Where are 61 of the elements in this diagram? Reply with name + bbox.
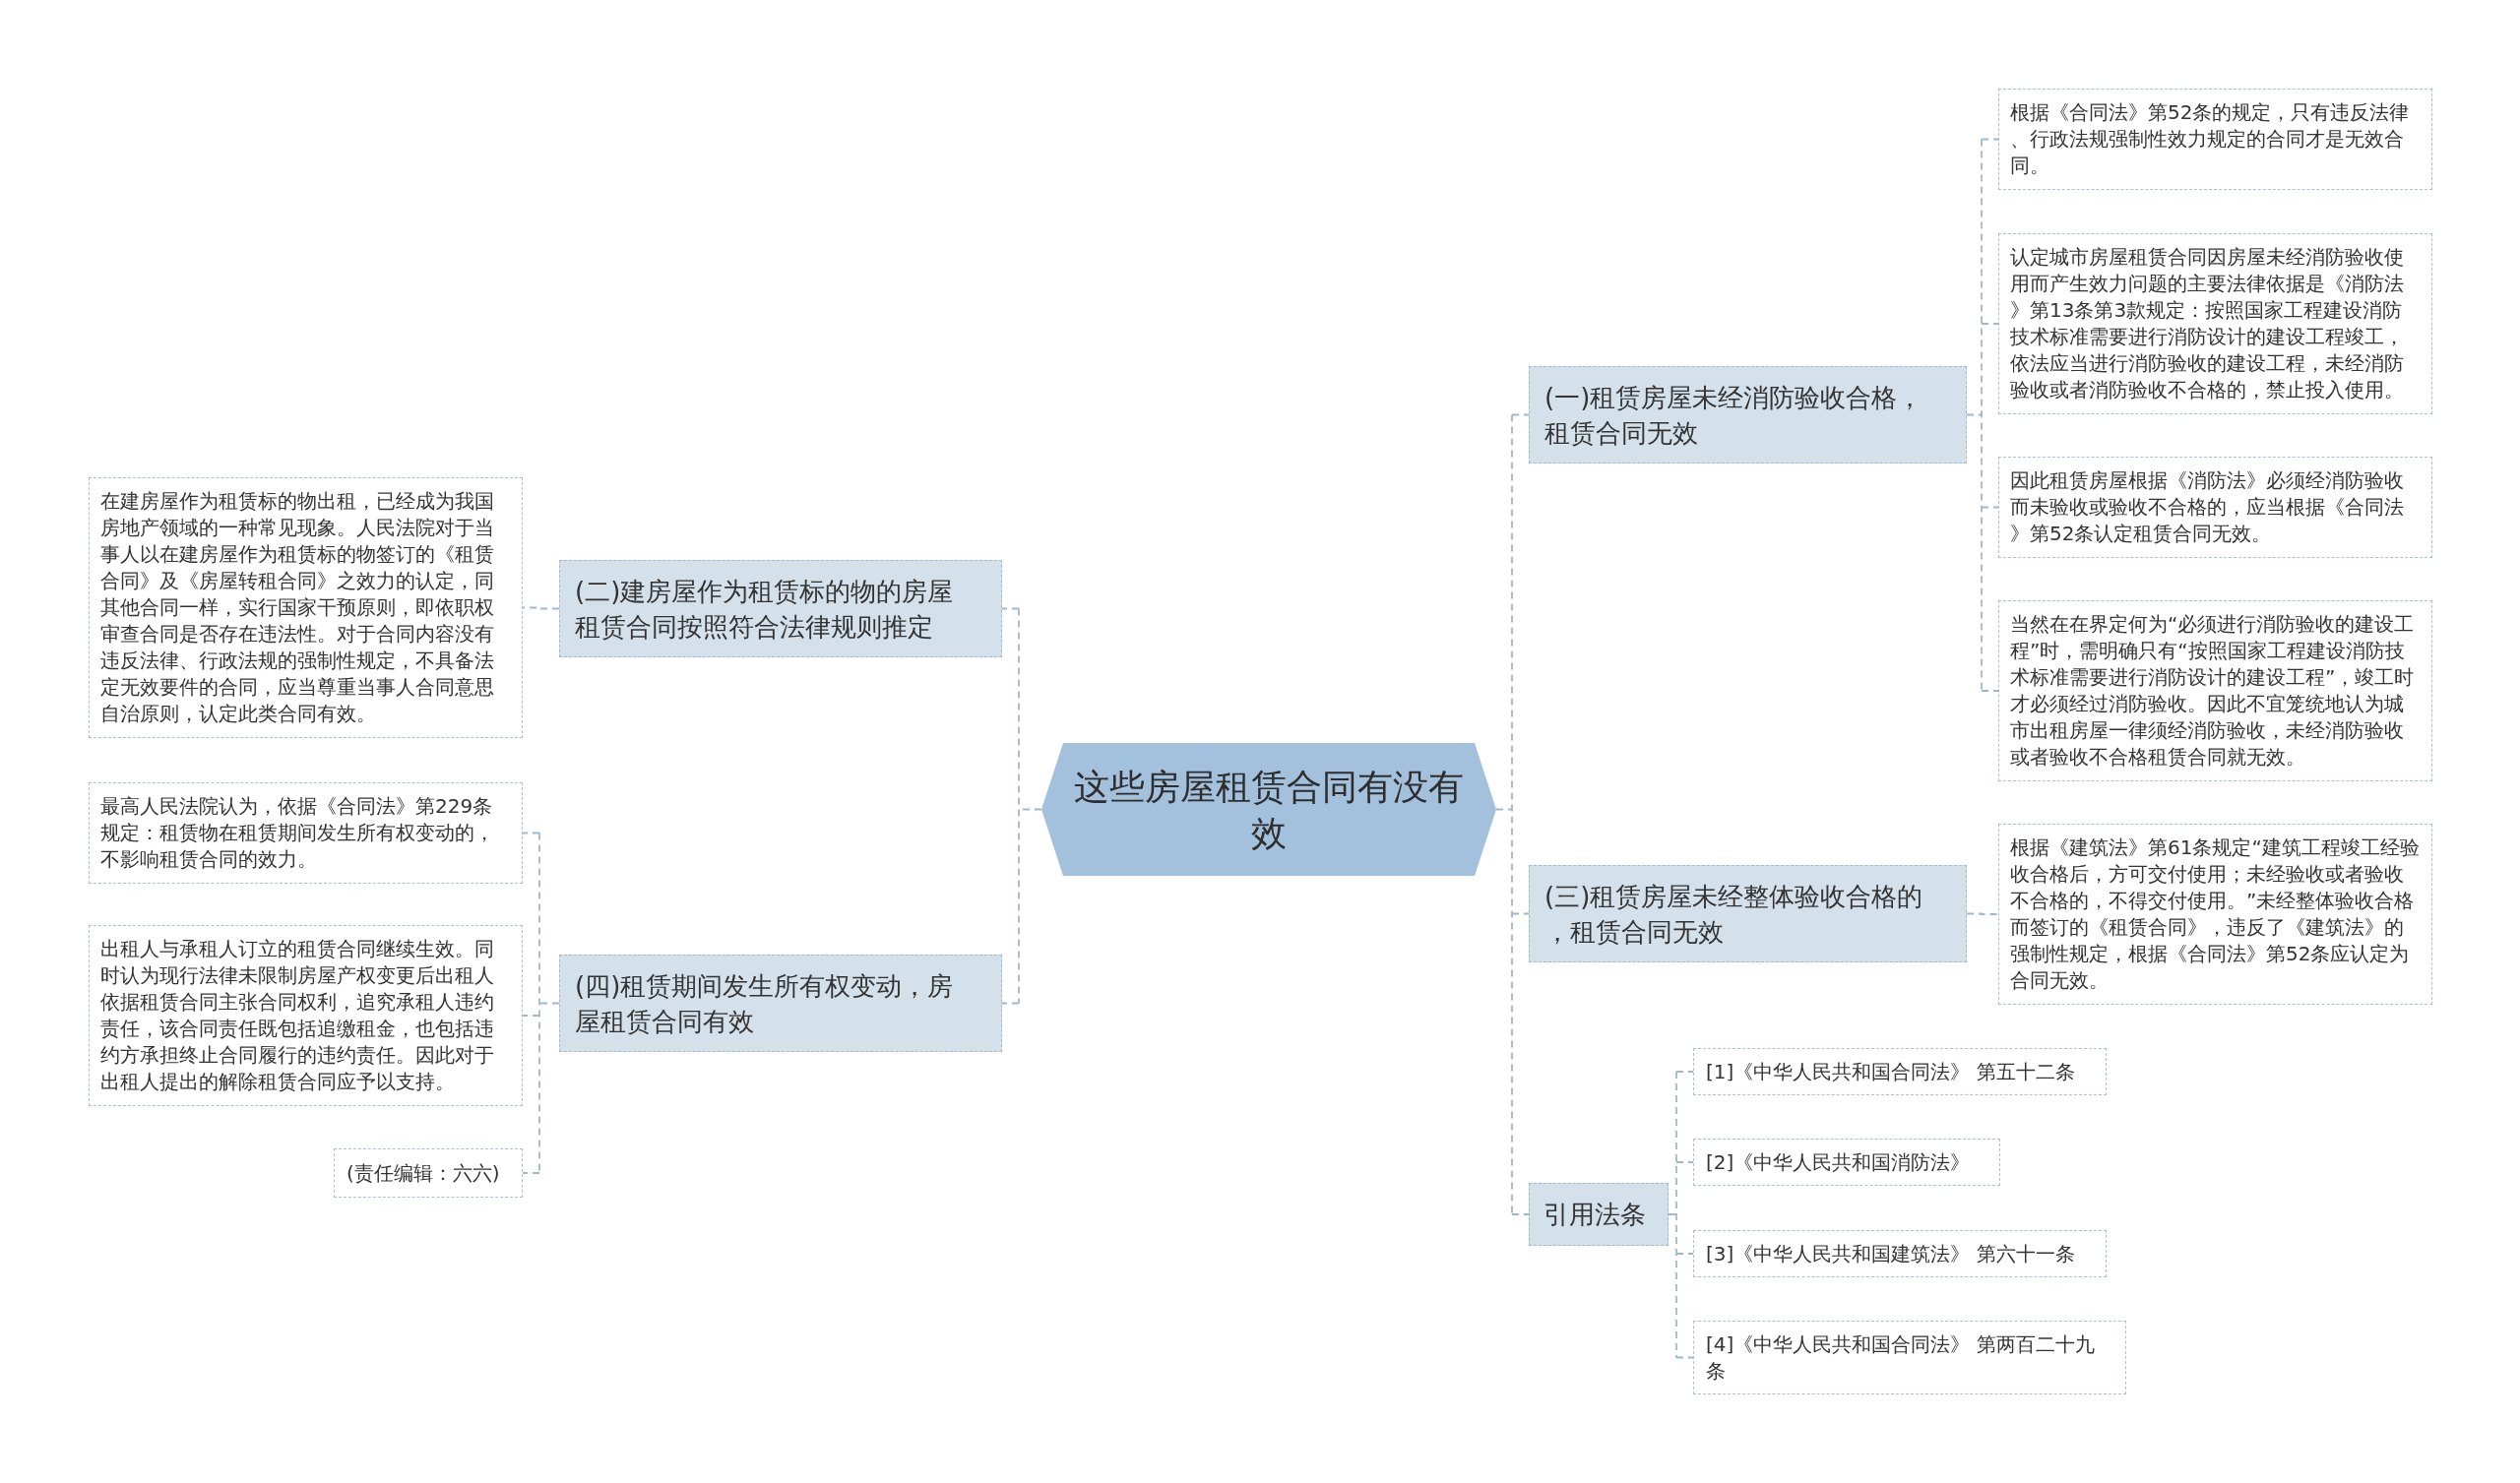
connector-line bbox=[1966, 912, 1999, 915]
topic-title: 这些房屋租赁合同有没有效 bbox=[1073, 765, 1465, 855]
connector-line bbox=[1495, 413, 1513, 1215]
connector-line bbox=[1981, 506, 1999, 509]
subtopic-card bbox=[1529, 1183, 1669, 1246]
reference-text: [4]《中华人民共和国合同法》 第两百二十九条 bbox=[1706, 1330, 2096, 1385]
connector-line bbox=[1675, 1356, 1694, 1359]
reference-text: [1]《中华人民共和国合同法》 第五十二条 bbox=[1706, 1058, 2076, 1085]
subtopic-text: 引用法条 bbox=[1544, 1199, 1647, 1231]
note-text: 根据《建筑法》第61条规定“建筑工程竣工经验收合格后，方可交付使用；未经验收或者验收不合格的，不得交付使用。”未经整体验收合格而签订的《租赁合同》，违反了《建筑法》的强制性规定，根据《合同法》第52条应认定为合同无效。 bbox=[2010, 834, 2421, 994]
subtopic-card bbox=[1529, 366, 1967, 463]
reference-text: [2]《中华人民共和国消防法》 bbox=[1706, 1148, 1972, 1176]
connector-line bbox=[1981, 690, 1999, 692]
connector-line bbox=[1511, 413, 1530, 416]
note-text: 最高人民法院认为，依据《合同法》第229条规定：租赁物在租赁期间发生所有权变动的，不影响租赁合同的效力。 bbox=[100, 793, 495, 873]
note-text: 认定城市房屋租赁合同因房屋未经消防验收使用而产生效力问题的主要法律依据是《消防法》第13条第3款规定：按照国家工程建设消防技术标准需要进行消防设计的建设工程竣工，依法应当进行消防验收的建设工程，未经消防验收或者消防验收不合格的，禁止投入使用。 bbox=[2010, 244, 2405, 403]
connector-line bbox=[522, 1172, 540, 1174]
note-card bbox=[1998, 233, 2432, 414]
connector-line bbox=[1981, 323, 1999, 325]
reference-card bbox=[1693, 1230, 2107, 1277]
reference-card bbox=[1693, 1321, 2126, 1394]
connector-line bbox=[1675, 1071, 1694, 1073]
connector-line bbox=[522, 832, 540, 834]
note-card bbox=[89, 782, 523, 884]
note-text: 当然在在界定何为“必须进行消防验收的建设工程”时，需明确只有“按照国家工程建设消防技术标准需要进行消防设计的建设工程”，竣工时才必须经过消防验收。因此不宜笼统地认为城市出租房屋一律须经消防验收，未经消防验收或者验收不合格租赁合同就无效。 bbox=[2010, 611, 2416, 771]
note-text: 因此租赁房屋根据《消防法》必须经消防验收而未验收或验收不合格的，应当根据《合同法》第52条认定租赁合同无效。 bbox=[2010, 467, 2405, 547]
reference-text: (责任编辑：六六) bbox=[346, 1159, 501, 1187]
subtopic-text: (四)租赁期间发生所有权变动，房屋租赁合同有效 bbox=[575, 969, 955, 1038]
central-topic bbox=[1041, 743, 1496, 876]
reference-card bbox=[1693, 1139, 2000, 1186]
connector-line bbox=[1981, 138, 1999, 141]
connector-line bbox=[1001, 1002, 1020, 1005]
subtopic-card bbox=[1529, 865, 1967, 962]
connector-line bbox=[1511, 1213, 1530, 1215]
connector-line bbox=[1001, 607, 1020, 610]
subtopic-text: (二)建房屋作为租赁标的物的房屋租赁合同按照符合法律规则推定 bbox=[575, 575, 955, 644]
subtopic-text: (三)租赁房屋未经整体验收合格的，租赁合同无效 bbox=[1544, 880, 1924, 949]
connector-line bbox=[1511, 912, 1530, 915]
reference-card bbox=[1693, 1048, 2107, 1095]
connector-line bbox=[1675, 1161, 1694, 1163]
note-text: 出租人与承租人订立的租赁合同继续生效。同时认为现行法律未限制房屋产权变更后出租人依据租赁合同主张合同权利，追究承租人违约责任，该合同责任既包括追缴租金，也包括违约方承担终止合同履行的违约责任。因此对于出租人提出的解除租赁合同应予以支持。 bbox=[100, 936, 495, 1095]
connector-line bbox=[522, 606, 560, 610]
connector-line bbox=[1675, 1253, 1694, 1255]
note-card bbox=[1998, 89, 2432, 190]
note-text: 根据《合同法》第52条的规定，只有违反法律、行政法规强制性效力规定的合同才是无效合同。 bbox=[2010, 99, 2411, 179]
connector-line bbox=[1966, 138, 1983, 692]
subtopic-text: (一)租赁房屋未经消防验收合格，租赁合同无效 bbox=[1544, 381, 1924, 450]
subtopic-card bbox=[559, 955, 1002, 1052]
connector-line bbox=[522, 1015, 540, 1017]
subtopic-card bbox=[559, 560, 1002, 657]
note-card bbox=[1998, 600, 2432, 781]
connector-line bbox=[1018, 607, 1042, 1005]
note-card bbox=[1998, 824, 2432, 1005]
reference-text: [3]《中华人民共和国建筑法》 第六十一条 bbox=[1706, 1240, 2076, 1267]
note-text: 在建房屋作为租赁标的物出租，已经成为我国房地产领域的一种常见现象。人民法院对于当事人以在建房屋作为租赁标的物签订的《租赁合同》及《房屋转租合同》之效力的认定，同其他合同一样，实行国家干预原则，即依职权审查合同是否存在违法性。对于合同内容没有违反法律、行政法规的强制性规定，不具备法定无效要件的合同，应当尊重当事人合同意思自治原则，认定此类合同有效。 bbox=[100, 488, 495, 727]
note-card bbox=[89, 477, 523, 738]
reference-card bbox=[334, 1148, 523, 1198]
note-card bbox=[89, 925, 523, 1106]
connector-line bbox=[538, 832, 560, 1174]
connector-line bbox=[1668, 1071, 1677, 1359]
note-card bbox=[1998, 457, 2432, 558]
